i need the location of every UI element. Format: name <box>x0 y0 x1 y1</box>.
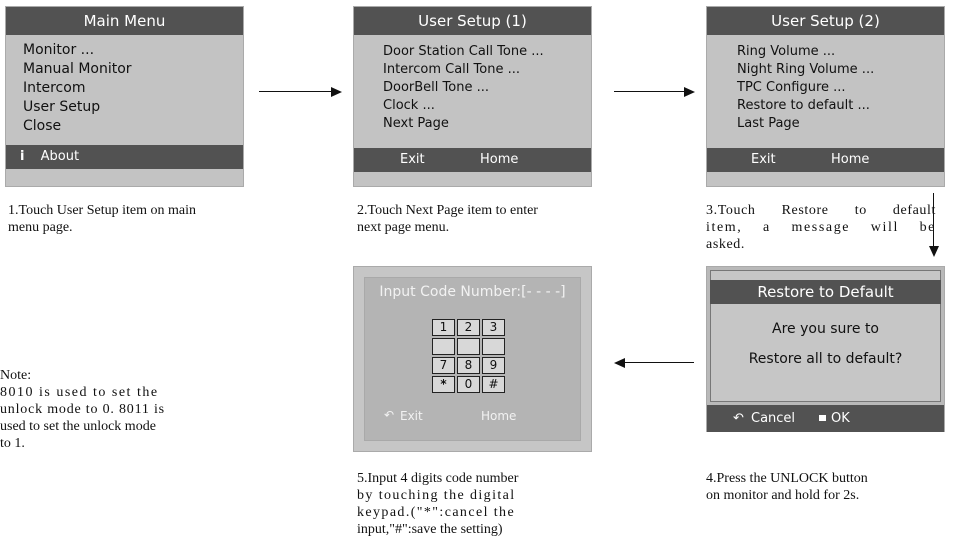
input-code-screen: Input Code Number:[- - - -] 1 2 3 7 8 9 … <box>353 266 592 452</box>
caption-step-1: 1.Touch User Setup item on main menu pag… <box>8 203 196 235</box>
note-line-1: 8010 is used to set the <box>0 385 159 400</box>
key-0[interactable]: 0 <box>457 376 480 393</box>
back-arrow-icon: ↶ <box>733 411 744 426</box>
arrow-4-to-5 <box>624 362 694 363</box>
menu-item-door-station-tone[interactable]: Door Station Call Tone ... <box>383 44 544 59</box>
menu-item-doorbell-tone[interactable]: DoorBell Tone ... <box>383 80 489 95</box>
restore-dialog-nav-bar: ↶ Cancel OK <box>707 405 944 432</box>
main-menu-title: Main Menu <box>6 7 243 35</box>
menu-item-next-page[interactable]: Next Page <box>383 116 449 131</box>
cancel-button[interactable]: Cancel <box>751 411 796 426</box>
caption-step-4: 4.Press the UNLOCK button on monitor and… <box>706 471 868 503</box>
caption-step-3: 3.Touch Restore to default item, a messa… <box>706 203 936 252</box>
menu-item-clock[interactable]: Clock ... <box>383 98 435 113</box>
home-button[interactable]: Home <box>480 152 519 167</box>
about-label: About <box>40 149 80 164</box>
restore-default-screen: Restore to Default Are you sure to Resto… <box>706 266 945 432</box>
menu-item-last-page[interactable]: Last Page <box>737 116 800 131</box>
arrow-head-2 <box>684 87 695 97</box>
menu-item-intercom[interactable]: Intercom <box>23 80 86 96</box>
user-setup-1-screen: User Setup (1) Door Station Call Tone ..… <box>353 6 592 187</box>
exit-button[interactable]: Exit <box>400 409 423 423</box>
user-setup-2-screen: User Setup (2) Ring Volume ... Night Rin… <box>706 6 945 187</box>
confirm-message-line-2: Restore all to default? <box>748 351 903 367</box>
key-7[interactable]: 7 <box>432 357 455 374</box>
caption-step-5: 5.Input 4 digits code number by touching… <box>357 471 519 537</box>
key-9[interactable]: 9 <box>482 357 505 374</box>
home-button[interactable]: Home <box>831 152 870 167</box>
menu-item-ring-volume[interactable]: Ring Volume ... <box>737 44 836 59</box>
note-block: Note: 8010 is used to set the unlock mod… <box>0 367 240 452</box>
user-setup-2-title: User Setup (2) <box>707 7 944 35</box>
key-1[interactable]: 1 <box>432 319 455 336</box>
menu-item-night-ring-volume[interactable]: Night Ring Volume ... <box>737 62 875 77</box>
note-line-4: to 1. <box>0 436 25 451</box>
arrow-3-to-4 <box>933 193 934 248</box>
unlock-key-icon <box>819 415 826 421</box>
note-line-3: used to set the unlock mode <box>0 419 156 434</box>
menu-item-close[interactable]: Close <box>23 118 62 134</box>
arrow-1-to-2 <box>259 91 333 92</box>
info-icon: i <box>20 149 25 164</box>
key-4[interactable] <box>432 338 455 355</box>
menu-item-intercom-tone[interactable]: Intercom Call Tone ... <box>383 62 520 77</box>
confirm-message-line-1: Are you sure to <box>772 321 879 337</box>
key-8[interactable]: 8 <box>457 357 480 374</box>
arrow-head-4 <box>614 358 625 368</box>
back-arrow-icon: ↶ <box>384 408 395 422</box>
arrow-2-to-3 <box>614 91 686 92</box>
home-button[interactable]: Home <box>481 409 517 423</box>
key-6[interactable] <box>482 338 505 355</box>
key-star[interactable]: * <box>432 376 455 393</box>
menu-item-monitor[interactable]: Monitor ... <box>23 42 95 58</box>
menu-item-manual-monitor[interactable]: Manual Monitor <box>23 61 132 77</box>
user-setup-2-nav-bar: Exit Home <box>707 148 944 172</box>
key-5[interactable] <box>457 338 480 355</box>
caption-step-2: 2.Touch Next Page item to enter next pag… <box>357 203 538 235</box>
note-heading: Note: <box>0 368 32 383</box>
key-3[interactable]: 3 <box>482 319 505 336</box>
user-setup-1-nav-bar: Exit Home <box>354 148 591 172</box>
key-2[interactable]: 2 <box>457 319 480 336</box>
menu-item-restore-default[interactable]: Restore to default ... <box>737 98 870 113</box>
arrow-head-1 <box>331 87 342 97</box>
note-line-2: unlock mode to 0. 8011 is <box>0 402 165 417</box>
user-setup-1-title: User Setup (1) <box>354 7 591 35</box>
key-hash[interactable]: # <box>482 376 505 393</box>
menu-item-tpc-configure[interactable]: TPC Configure ... <box>737 80 846 95</box>
main-menu-screen: Main Menu Monitor ... Manual Monitor Int… <box>5 6 244 187</box>
about-bar[interactable]: i About <box>6 145 243 169</box>
input-code-title: Input Code Number:[- - - -] <box>379 284 566 300</box>
menu-item-user-setup[interactable]: User Setup <box>23 99 101 115</box>
restore-dialog-title: Restore to Default <box>710 280 941 304</box>
exit-button[interactable]: Exit <box>400 152 425 167</box>
ok-button[interactable]: OK <box>831 411 850 426</box>
exit-button[interactable]: Exit <box>751 152 776 167</box>
arrow-head-3 <box>929 246 939 257</box>
